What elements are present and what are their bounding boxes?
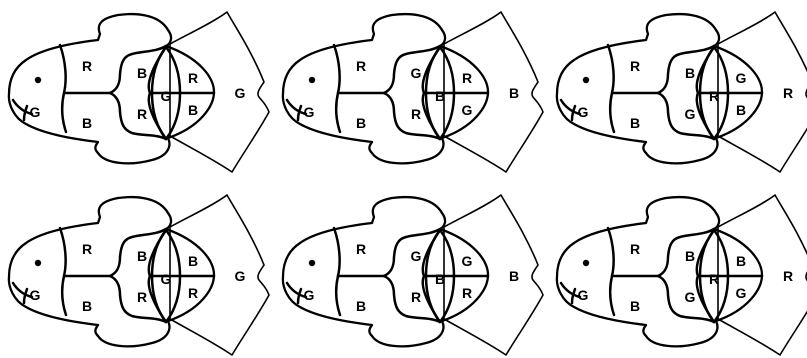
region-label-center-upper: G [411,248,422,264]
region-label-upper-body: R [356,58,366,74]
region-label-tail: B [509,268,519,284]
fish-outline [7,193,271,357]
region-label-center-lower: R [411,106,421,122]
region-label-right-lower: R [188,285,198,301]
region-label-mouth: G [578,104,589,120]
region-label-lower-body: B [630,298,640,314]
region-label-tail: B [509,85,519,101]
region-label-center-lower: G [685,289,696,305]
region-label-mouth: G [578,287,589,303]
region-label-lower-body: B [630,115,640,131]
region-label-center-right: B [435,271,445,287]
region-label-right-upper: R [462,70,472,86]
region-label-center-lower: R [137,289,147,305]
region-label-tail: G [235,268,246,284]
region-label-mouth: G [30,104,41,120]
region-label-mouth: G [304,104,315,120]
region-label-right-lower: G [736,285,747,301]
region-label-center-upper: B [685,65,695,81]
region-label-lower-body: B [82,115,92,131]
region-label-lower-body: B [356,115,366,131]
fish-layer: GRBBRGRBGGRBGRBRGBGRBBGRGBRGRBBRGBRGGRBG… [7,10,807,357]
region-label-tail: R [783,268,793,284]
region-label-right-upper: R [188,70,198,86]
region-label-right-lower: B [188,102,198,118]
region-label-center-right: B [435,88,445,104]
region-label-center-upper: B [137,65,147,81]
region-label-right-lower: B [736,102,746,118]
region-label-right-upper: G [736,70,747,86]
fish-outline [281,10,545,174]
region-label-upper-body: R [82,58,92,74]
fish-outline [7,10,271,174]
fish-outline [281,193,545,357]
region-label-upper-body: R [356,241,366,257]
region-label-upper-body: R [82,241,92,257]
region-label-center-right: G [161,88,172,104]
region-label-mouth: G [304,287,315,303]
region-label-center-upper: B [685,248,695,264]
region-label-center-right: R [709,271,719,287]
region-label-right-lower: G [462,102,473,118]
region-label-center-lower: G [685,106,696,122]
region-label-right-lower: R [462,285,472,301]
fish-outline [555,193,807,357]
region-label-center-right: G [161,271,172,287]
region-label-lower-body: B [356,298,366,314]
region-label-center-lower: R [137,106,147,122]
region-label-tail: R [783,85,793,101]
region-label-center-upper: B [137,248,147,264]
region-label-mouth: G [30,287,41,303]
region-label-lower-body: B [82,298,92,314]
region-label-upper-body: R [630,241,640,257]
region-label-center-lower: R [411,289,421,305]
fish-outline [555,10,807,174]
region-label-right-upper: B [736,253,746,269]
region-label-tail: G [235,85,246,101]
region-label-right-upper: B [188,253,198,269]
region-label-right-upper: G [462,253,473,269]
region-label-center-upper: G [411,65,422,81]
region-label-upper-body: R [630,58,640,74]
region-label-center-right: R [709,88,719,104]
